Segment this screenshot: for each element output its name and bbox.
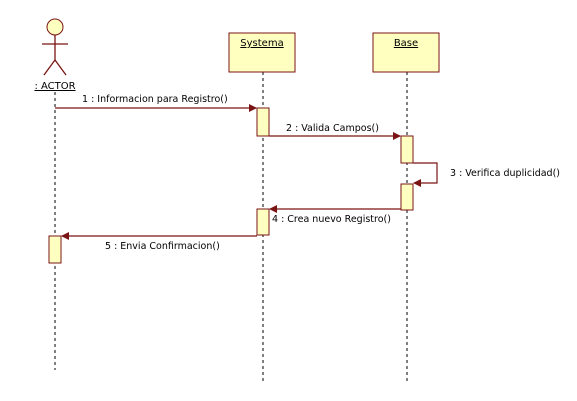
message-5-label: 5 : Envia Confirmacion() xyxy=(105,241,220,252)
message-3-arrow xyxy=(413,162,438,187)
actor-stick-figure-icon xyxy=(42,18,68,76)
systema-label: Systema xyxy=(240,38,283,49)
base-box xyxy=(372,32,440,73)
systema-activation-1 xyxy=(256,107,270,137)
base-label: Base xyxy=(394,38,418,49)
base-activation-2 xyxy=(400,183,414,211)
actor-label: : ACTOR xyxy=(34,81,75,92)
base-activation-1 xyxy=(400,135,414,164)
systema-box xyxy=(228,32,296,73)
message-2-label: 2 : Valida Campos() xyxy=(286,123,379,134)
message-1-label: 1 : Informacion para Registro() xyxy=(82,94,228,105)
actor-activation xyxy=(48,235,62,264)
message-4-label: 4 : Crea nuevo Registro() xyxy=(272,214,391,225)
message-3-label: 3 : Verifica duplicidad() xyxy=(450,168,560,179)
systema-activation-2 xyxy=(256,208,270,236)
